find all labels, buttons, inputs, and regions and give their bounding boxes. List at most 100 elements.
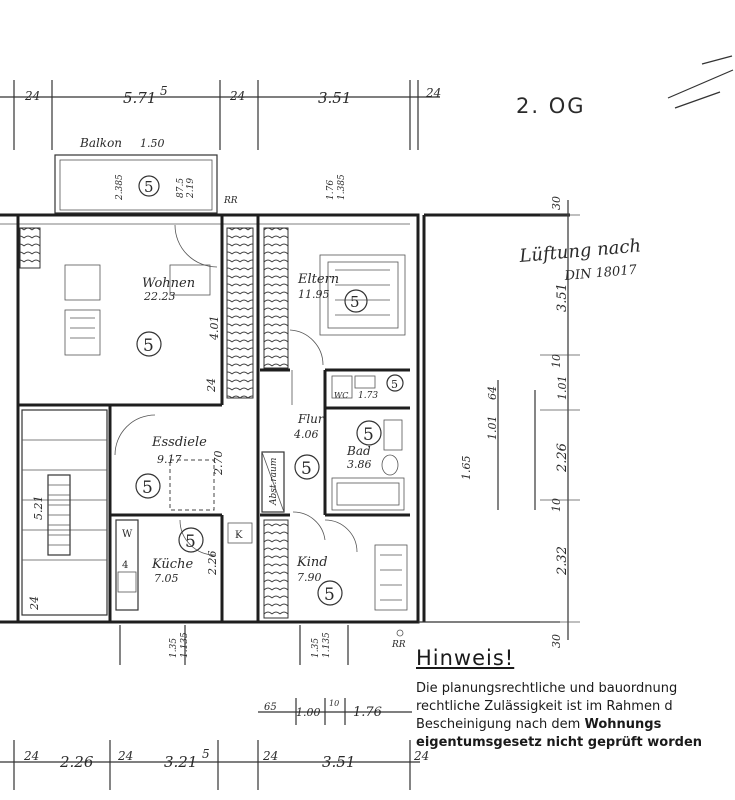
room-name-kind: Kind <box>296 555 328 570</box>
marker-essdiele: 5 <box>142 478 153 498</box>
room-area-kueche: 7.05 <box>154 572 179 585</box>
notice-line-3b: Wohnungs <box>584 717 662 732</box>
dim-bottom-1135-a: 1.135 <box>180 632 190 658</box>
notice-line-4: eigentumsgesetz nicht geprüft worden <box>416 735 703 750</box>
dim-bottom-24-c: 24 <box>262 749 278 763</box>
dim-balkon-219: 2.19 <box>186 178 196 199</box>
room-area-wohnen: 22.23 <box>143 290 176 303</box>
marker-wohnen: 5 <box>143 336 154 356</box>
dim-kueche-226: 2.26 <box>206 551 219 577</box>
dim-eltern-176: 1.76 <box>326 180 336 200</box>
room-wohnen: Wohnen 22.23 5 4.01 24 <box>64 224 221 393</box>
room-name-eltern: Eltern <box>297 272 339 287</box>
dim-wohnen-401: 4.01 <box>208 316 221 342</box>
dim-bottom-24-a: 24 <box>23 749 39 763</box>
dim-right-10-a: 10 <box>550 354 563 368</box>
dim-mid-10: 10 <box>329 699 339 708</box>
room-area-wc: 1.73 <box>358 391 378 401</box>
kitchen-4-label: 4 <box>122 560 128 571</box>
marker-balkon: 5 <box>144 178 154 196</box>
room-name-bad: Bad <box>346 444 371 458</box>
room-abstellraum: Abst.raum <box>261 451 285 513</box>
marker-flur: 5 <box>301 459 312 479</box>
dim-bottom-135-b: 1.35 <box>311 638 321 658</box>
dim-right-2-32: 2.32 <box>555 546 570 576</box>
dim-bottom-2-26: 2.26 <box>59 753 94 771</box>
marker-kind: 5 <box>324 585 335 605</box>
dim-balkon-2385: 2.385 <box>115 174 125 201</box>
pencil-strokes <box>667 55 734 109</box>
dim-right-3-51: 3.51 <box>555 283 570 312</box>
dim-stair-521: 5.21 <box>32 496 45 521</box>
dim-bottom-3-21: 3.21 <box>164 753 197 771</box>
interior-walls <box>16 215 410 622</box>
room-area-essdiele: 9.17 <box>157 453 182 466</box>
balcony: Balkon 1.50 5 2.385 87.5 2.19 1.76 1.385… <box>54 136 347 214</box>
notice-line-1: Die planungsrechtliche und bauordnung <box>416 681 678 696</box>
dim-top-24-c: 24 <box>425 86 441 100</box>
room-name-flur: Flur <box>297 412 325 426</box>
dim-top-5-71: 5.71 <box>123 89 156 107</box>
dim-essdiele-270: 2.70 <box>212 451 225 477</box>
dim-wohnen-24: 24 <box>205 378 218 393</box>
room-area-eltern: 11.95 <box>298 288 330 301</box>
marker-bad: 5 <box>363 425 374 445</box>
room-name-essdiele: Essdiele <box>151 435 207 450</box>
ventilation-note-line1: Lüftung nach <box>518 235 642 267</box>
dim-right-1-65: 1.65 <box>460 456 473 481</box>
dim-mid-1-76: 1.76 <box>353 705 382 720</box>
dim-right-2-26: 2.26 <box>555 443 570 473</box>
room-kind: Kind 7.90 5 <box>296 519 408 611</box>
top-dimension-line: 24 5.71 5 24 3.51 24 <box>0 80 441 150</box>
dim-mid-1-00: 1.00 <box>296 706 321 719</box>
dim-mid-65: 65 <box>264 702 277 713</box>
dim-bottom-135-a: 1.35 <box>169 638 179 658</box>
room-area-kind: 7.90 <box>297 571 322 584</box>
dim-bottom-24-b: 24 <box>117 749 133 763</box>
dim-bottom-5-sup: 5 <box>202 747 210 761</box>
hatched-shafts <box>19 227 289 619</box>
dim-top-5-sup: 5 <box>160 84 168 98</box>
notice-line-3a: Bescheinigung nach dem <box>416 717 585 732</box>
dim-right-64: 64 <box>486 386 499 400</box>
room-kueche: W 4 K 5 Küche 7.05 2.26 <box>115 519 253 611</box>
bottom-dimension-lines: 24 2.26 24 3.21 5 24 3.51 24 65 1.00 10 … <box>0 625 429 790</box>
dim-bottom-1135-b: 1.135 <box>322 632 332 658</box>
kitchen-w-label: W <box>122 529 133 540</box>
dim-balkon-875: 87.5 <box>176 178 186 198</box>
room-eltern: Eltern 11.95 5 <box>289 254 406 366</box>
dim-top-24-b: 24 <box>229 89 245 103</box>
right-dimension-column: 30 3.51 10 1.01 64 1.01 1.65 2.26 10 2.3… <box>460 196 580 648</box>
room-flur: Flur 4.06 5 <box>291 370 326 541</box>
room-name-balkon: Balkon <box>79 136 122 150</box>
dim-bottom-3-51: 3.51 <box>322 753 355 771</box>
notice-line-2: rechtliche Zulässigkeit ist im Rahmen d <box>416 699 673 714</box>
dim-stair-24: 24 <box>28 596 41 611</box>
dim-right-30-bottom: 30 <box>550 634 563 648</box>
room-wc-bad: WC 1.73 5 Bad 3.86 5 <box>331 374 405 511</box>
marker-wc: 5 <box>391 378 398 391</box>
ventilation-note-line2: DIN 18017 <box>563 263 638 284</box>
room-area-flur: 4.06 <box>293 428 319 441</box>
room-name-kueche: Küche <box>151 557 193 572</box>
notice-body: Die planungsrechtliche und bauordnung re… <box>416 680 735 752</box>
notice-line-3: Bescheinigung nach dem Wohnungs <box>416 716 735 734</box>
rr-label-bottom: RR <box>391 640 406 650</box>
room-name-wc: WC <box>334 391 348 400</box>
room-name-abstellraum: Abst.raum <box>269 458 279 506</box>
stairwell: 5.21 24 <box>21 409 108 616</box>
dim-top-24-a: 24 <box>24 89 40 103</box>
ventilation-note: Lüftung nach DIN 18017 <box>518 235 642 284</box>
floor-label: 2. OG <box>516 94 586 118</box>
dim-right-30-top: 30 <box>550 196 563 210</box>
rr-label-top: RR <box>223 196 238 206</box>
notice-title: Hinweis! <box>416 646 515 670</box>
dim-bottom-24-d: 24 <box>413 749 429 763</box>
room-area-balkon: 1.50 <box>140 137 165 150</box>
dim-top-3-51: 3.51 <box>318 89 351 107</box>
dim-right-10-b: 10 <box>550 498 563 512</box>
dim-right-1-01-a: 1.01 <box>556 376 569 401</box>
dim-eltern-1385: 1.385 <box>337 174 347 200</box>
kitchen-k-label: K <box>235 530 243 541</box>
room-essdiele: Essdiele 9.17 5 2.70 <box>114 414 225 511</box>
